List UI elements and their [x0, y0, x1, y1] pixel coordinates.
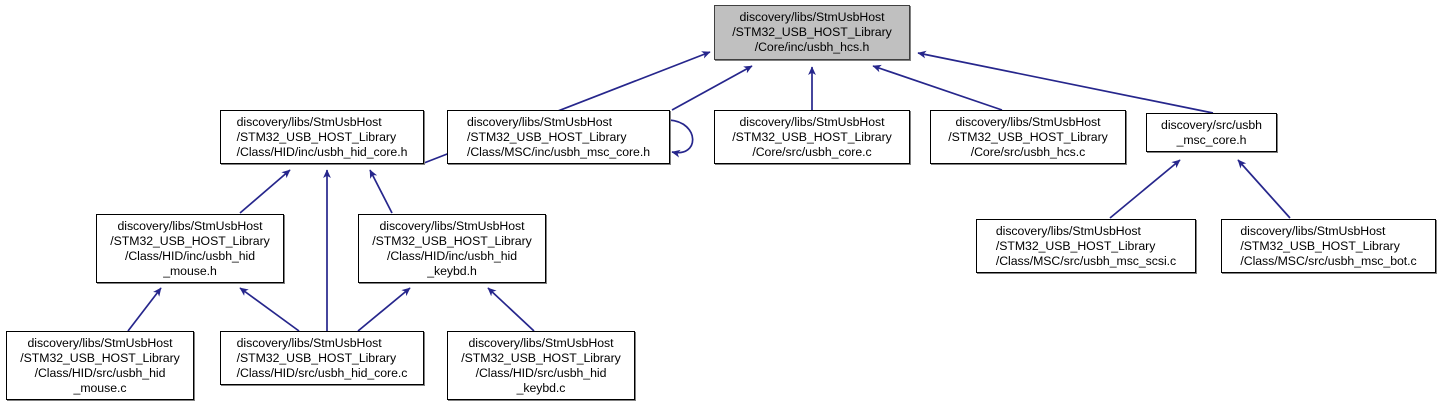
edge-hid-keybd-c-to-hid-keybd-h: [487, 287, 535, 332]
node-usbh-hcs-c[interactable]: discovery/libs/StmUsbHost /STM32_USB_HOS…: [930, 110, 1126, 164]
node-usbh-msc-scsi-c[interactable]: discovery/libs/StmUsbHost /STM32_USB_HOS…: [976, 219, 1196, 273]
edge-hid-mouse-c-to-hid-mouse-h: [127, 287, 162, 332]
edge-msc-bot-c-to-discovery-msc-core-h: [1237, 159, 1291, 219]
node-usbh-msc-core-h[interactable]: discovery/libs/StmUsbHost /STM32_USB_HOS…: [447, 110, 670, 164]
node-usbh-hcs-h[interactable]: discovery/libs/StmUsbHost /STM32_USB_HOS…: [714, 5, 910, 60]
node-usbh-core-c[interactable]: discovery/libs/StmUsbHost /STM32_USB_HOS…: [714, 110, 910, 164]
edge-msc-core-h-self-loop: [668, 119, 694, 158]
node-label: discovery/libs/StmUsbHost /STM32_USB_HOS…: [995, 223, 1177, 268]
node-usbh-hid-keybd-c[interactable]: discovery/libs/StmUsbHost /STM32_USB_HOS…: [447, 331, 635, 400]
edge-hid-core-c-to-hid-keybd-h: [357, 287, 411, 332]
node-label: discovery/libs/StmUsbHost /STM32_USB_HOS…: [372, 218, 532, 278]
node-label: discovery/src/usbh _msc_core.h: [1161, 117, 1262, 147]
node-usbh-hid-mouse-h[interactable]: discovery/libs/StmUsbHost /STM32_USB_HOS…: [96, 214, 284, 283]
node-label: discovery/libs/StmUsbHost /STM32_USB_HOS…: [732, 10, 892, 54]
node-label: discovery/libs/StmUsbHost /STM32_USB_HOS…: [732, 114, 892, 159]
edge-msc-scsi-c-to-discovery-msc-core-h: [1109, 159, 1181, 219]
node-label: discovery/libs/StmUsbHost /STM32_USB_HOS…: [466, 114, 651, 159]
edge-msc-core-h-to-hcs-h: [671, 65, 753, 111]
node-usbh-msc-bot-c[interactable]: discovery/libs/StmUsbHost /STM32_USB_HOS…: [1221, 219, 1436, 273]
node-usbh-hid-core-c[interactable]: discovery/libs/StmUsbHost /STM32_USB_HOS…: [220, 331, 424, 385]
edge-hid-core-c-to-hid-mouse-h: [239, 287, 300, 332]
node-usbh-hid-mouse-c[interactable]: discovery/libs/StmUsbHost /STM32_USB_HOS…: [6, 331, 194, 400]
edge-hcs-c-to-hcs-h: [872, 64, 1003, 111]
edge-hid-mouse-h-to-hid-core-h: [239, 169, 291, 214]
node-label: discovery/libs/StmUsbHost /STM32_USB_HOS…: [236, 114, 408, 159]
node-usbh-hid-core-h[interactable]: discovery/libs/StmUsbHost /STM32_USB_HOS…: [220, 110, 424, 164]
node-label: discovery/libs/StmUsbHost /STM32_USB_HOS…: [1240, 223, 1417, 268]
node-discovery-usbh-msc-core-h[interactable]: discovery/src/usbh _msc_core.h: [1146, 113, 1277, 152]
node-label: discovery/libs/StmUsbHost /STM32_USB_HOS…: [948, 114, 1108, 159]
node-label: discovery/libs/StmUsbHost /STM32_USB_HOS…: [20, 335, 180, 395]
node-label: discovery/libs/StmUsbHost /STM32_USB_HOS…: [110, 218, 270, 278]
edge-discovery-msc-core-h-to-hcs-h: [917, 50, 1214, 114]
node-usbh-hid-keybd-h[interactable]: discovery/libs/StmUsbHost /STM32_USB_HOS…: [358, 214, 546, 283]
node-label: discovery/libs/StmUsbHost /STM32_USB_HOS…: [236, 335, 408, 380]
edge-hid-keybd-h-to-hid-core-h: [369, 169, 393, 214]
node-label: discovery/libs/StmUsbHost /STM32_USB_HOS…: [461, 335, 621, 395]
